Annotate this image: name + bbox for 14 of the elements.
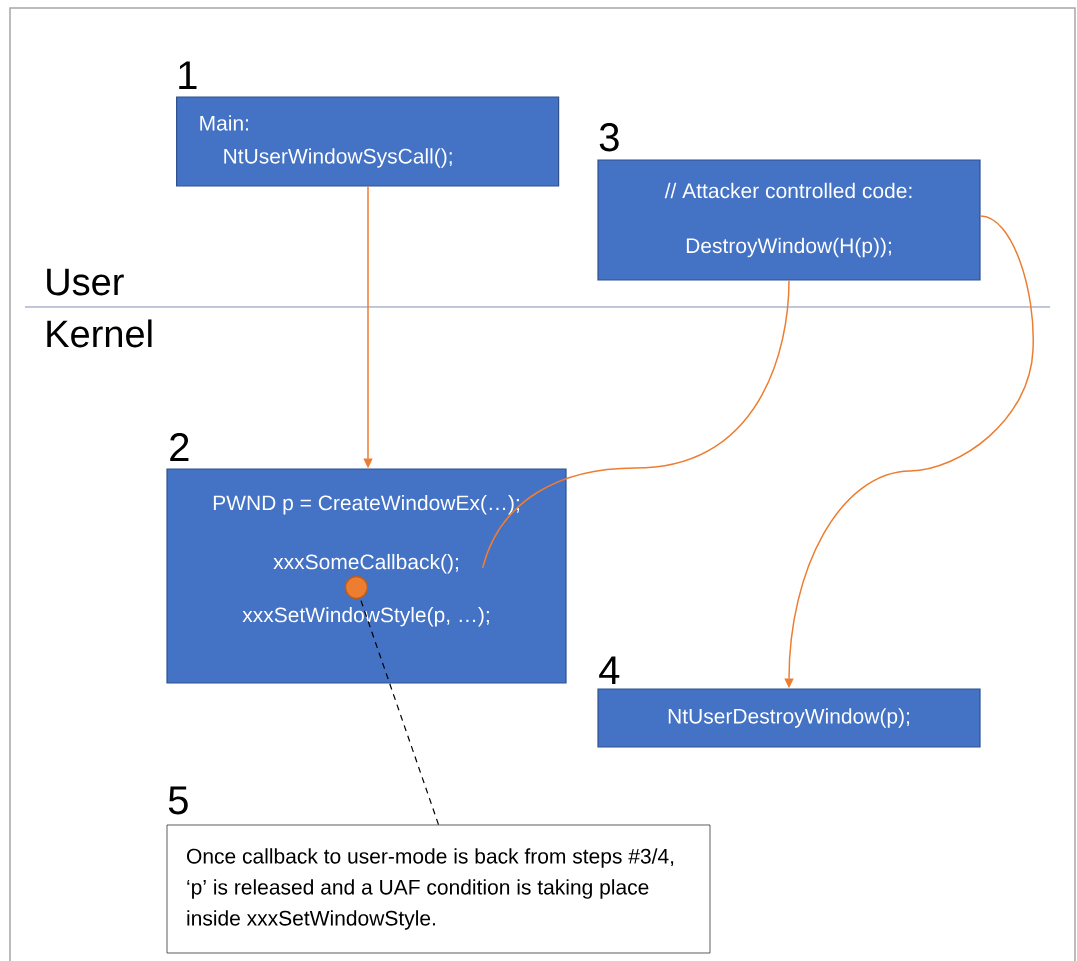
code-box: Main: NtUserWindowSysCall(); (176, 96, 560, 187)
code-box: PWND p = CreateWindowEx(…); xxxSomeCallback(); xxxSetWindowStyle(p, …); (166, 468, 567, 684)
code-box: // Attacker controlled code: DestroyWindow(H(p)); (597, 159, 981, 281)
step-number: 3 (599, 123, 619, 152)
mode-label: User (47, 268, 124, 296)
code-box: NtUserDestroyWindow(p); (597, 688, 981, 748)
step-number: 4 (599, 656, 620, 684)
note-box: Once callback to user-mode is back from steps #3/4, ‘p’ is released and a UAF condition is taking place inside xxxSetWindowStyle. (166, 824, 711, 954)
marker-dot (344, 575, 369, 600)
step-number: 2 (170, 433, 189, 461)
mode-label: Kernel (47, 319, 152, 348)
step-number: 5 (168, 786, 188, 815)
connector-line (481, 279, 790, 569)
step-number: 1 (179, 61, 197, 89)
